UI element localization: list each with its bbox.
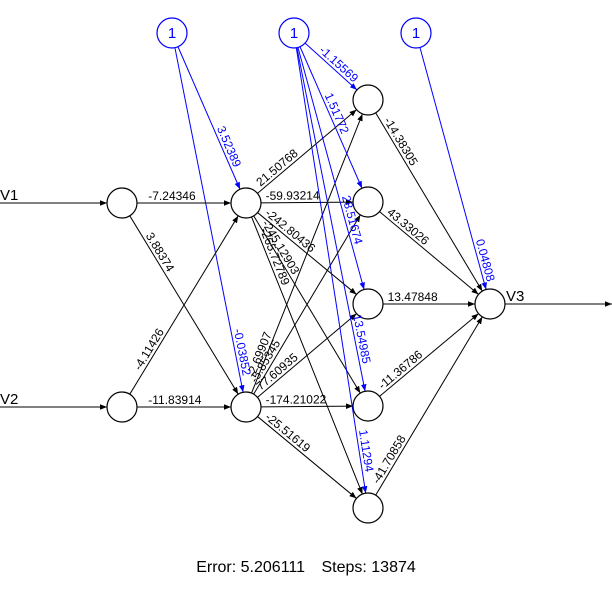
edge-h1-2-h2-4	[260, 403, 354, 409]
weight-input1-h1-2: 3.88374	[143, 230, 178, 275]
weight-input2-h1-1: -4.11426	[131, 326, 167, 373]
edge-h1-1-h2-1	[257, 109, 357, 194]
weight-input1-h1-1: -7.24346	[148, 189, 196, 203]
bias-edge-h2-5	[295, 47, 368, 494]
bias-weight-h1-2: -0.03852	[231, 328, 254, 378]
weight-h1-1-h2-2: -59.93214	[265, 188, 319, 202]
bias-weight-h2-1: -1.15569	[317, 43, 362, 85]
bias-node-label-2: 1	[290, 25, 298, 42]
edge-h1-2-h2-1	[251, 113, 363, 394]
input-label-2: V2	[0, 391, 18, 408]
bias-edge-h2-4	[296, 47, 367, 392]
bias-node-1	[156, 17, 188, 49]
hidden2-node-3	[352, 288, 384, 320]
hidden2-node-2	[352, 186, 384, 218]
weight-h2-1-out: -14.38305	[381, 115, 421, 169]
edge-h2-4-out	[379, 313, 479, 397]
input-node-1	[106, 187, 138, 219]
hidden2-node-1	[352, 84, 384, 116]
weight-h2-2-out: 43.33026	[384, 205, 432, 248]
output-label: V3	[506, 288, 524, 305]
bias-weight-out: 0.04808	[473, 237, 498, 283]
hidden1-node-2	[230, 391, 262, 423]
edge-h1-1-h2-2	[260, 199, 354, 205]
bias-weight-h1-1: 3.52389	[214, 124, 244, 170]
bias-node-label-1: 1	[168, 25, 176, 42]
error-label: Error:	[196, 559, 236, 576]
bias-node-label-3: 1	[412, 25, 420, 42]
steps-value: 13874	[371, 559, 416, 576]
edge-h1-2-h2-2	[253, 214, 361, 395]
steps-label: Steps:	[321, 559, 366, 576]
hidden1-node-1	[230, 187, 262, 219]
hidden2-node-5	[352, 492, 384, 524]
connections-layer	[0, 42, 612, 499]
bias-edge-h1-1	[177, 46, 241, 190]
bias-edge-h1-2	[174, 47, 245, 393]
input-node-2	[106, 391, 138, 423]
input-label-1: V1	[0, 187, 18, 204]
bias-edge-h2-1	[304, 42, 358, 91]
error-value: 5.206111	[241, 559, 305, 576]
weight-h1-2-h2-4: -174.21022	[265, 392, 326, 406]
weight-h1-2-h2-5: -25.51619	[262, 410, 313, 455]
status-line: Error: 5.206111 Steps: 13874	[196, 559, 416, 576]
weight-input2-h1-2: -11.83914	[148, 393, 201, 407]
bias-weight-h2-5: 1.11294	[356, 429, 376, 473]
edge-h2-5-out	[375, 316, 483, 496]
edge-input2-h1-1	[129, 215, 239, 395]
weight-h2-4-out: -11.36786	[375, 347, 425, 392]
edge-h2-1-out	[375, 112, 483, 292]
weight-h1-1-h2-1: 21.50768	[253, 146, 301, 189]
output-node	[474, 288, 506, 320]
bias-edge-out	[419, 47, 487, 290]
bias-weight-h2-4: 13.54985	[350, 313, 374, 365]
bias-edge-h2-3	[297, 47, 365, 290]
bias-edge-h2-2	[299, 46, 363, 189]
bias-node-2	[278, 17, 310, 49]
edge-h1-2-h2-5	[257, 416, 357, 499]
labels-layer: -7.24346 3.88374 -4.11426 -11.83914 21.50768…	[0, 25, 524, 486]
weight-h2-3-out: 13.47848	[388, 290, 438, 304]
bias-node-3	[400, 17, 432, 49]
nodes-layer	[106, 17, 506, 524]
bias-weight-h2-2: 1.51772	[322, 91, 352, 137]
edge-h2-2-out	[379, 211, 479, 295]
hidden2-node-4	[352, 390, 384, 422]
